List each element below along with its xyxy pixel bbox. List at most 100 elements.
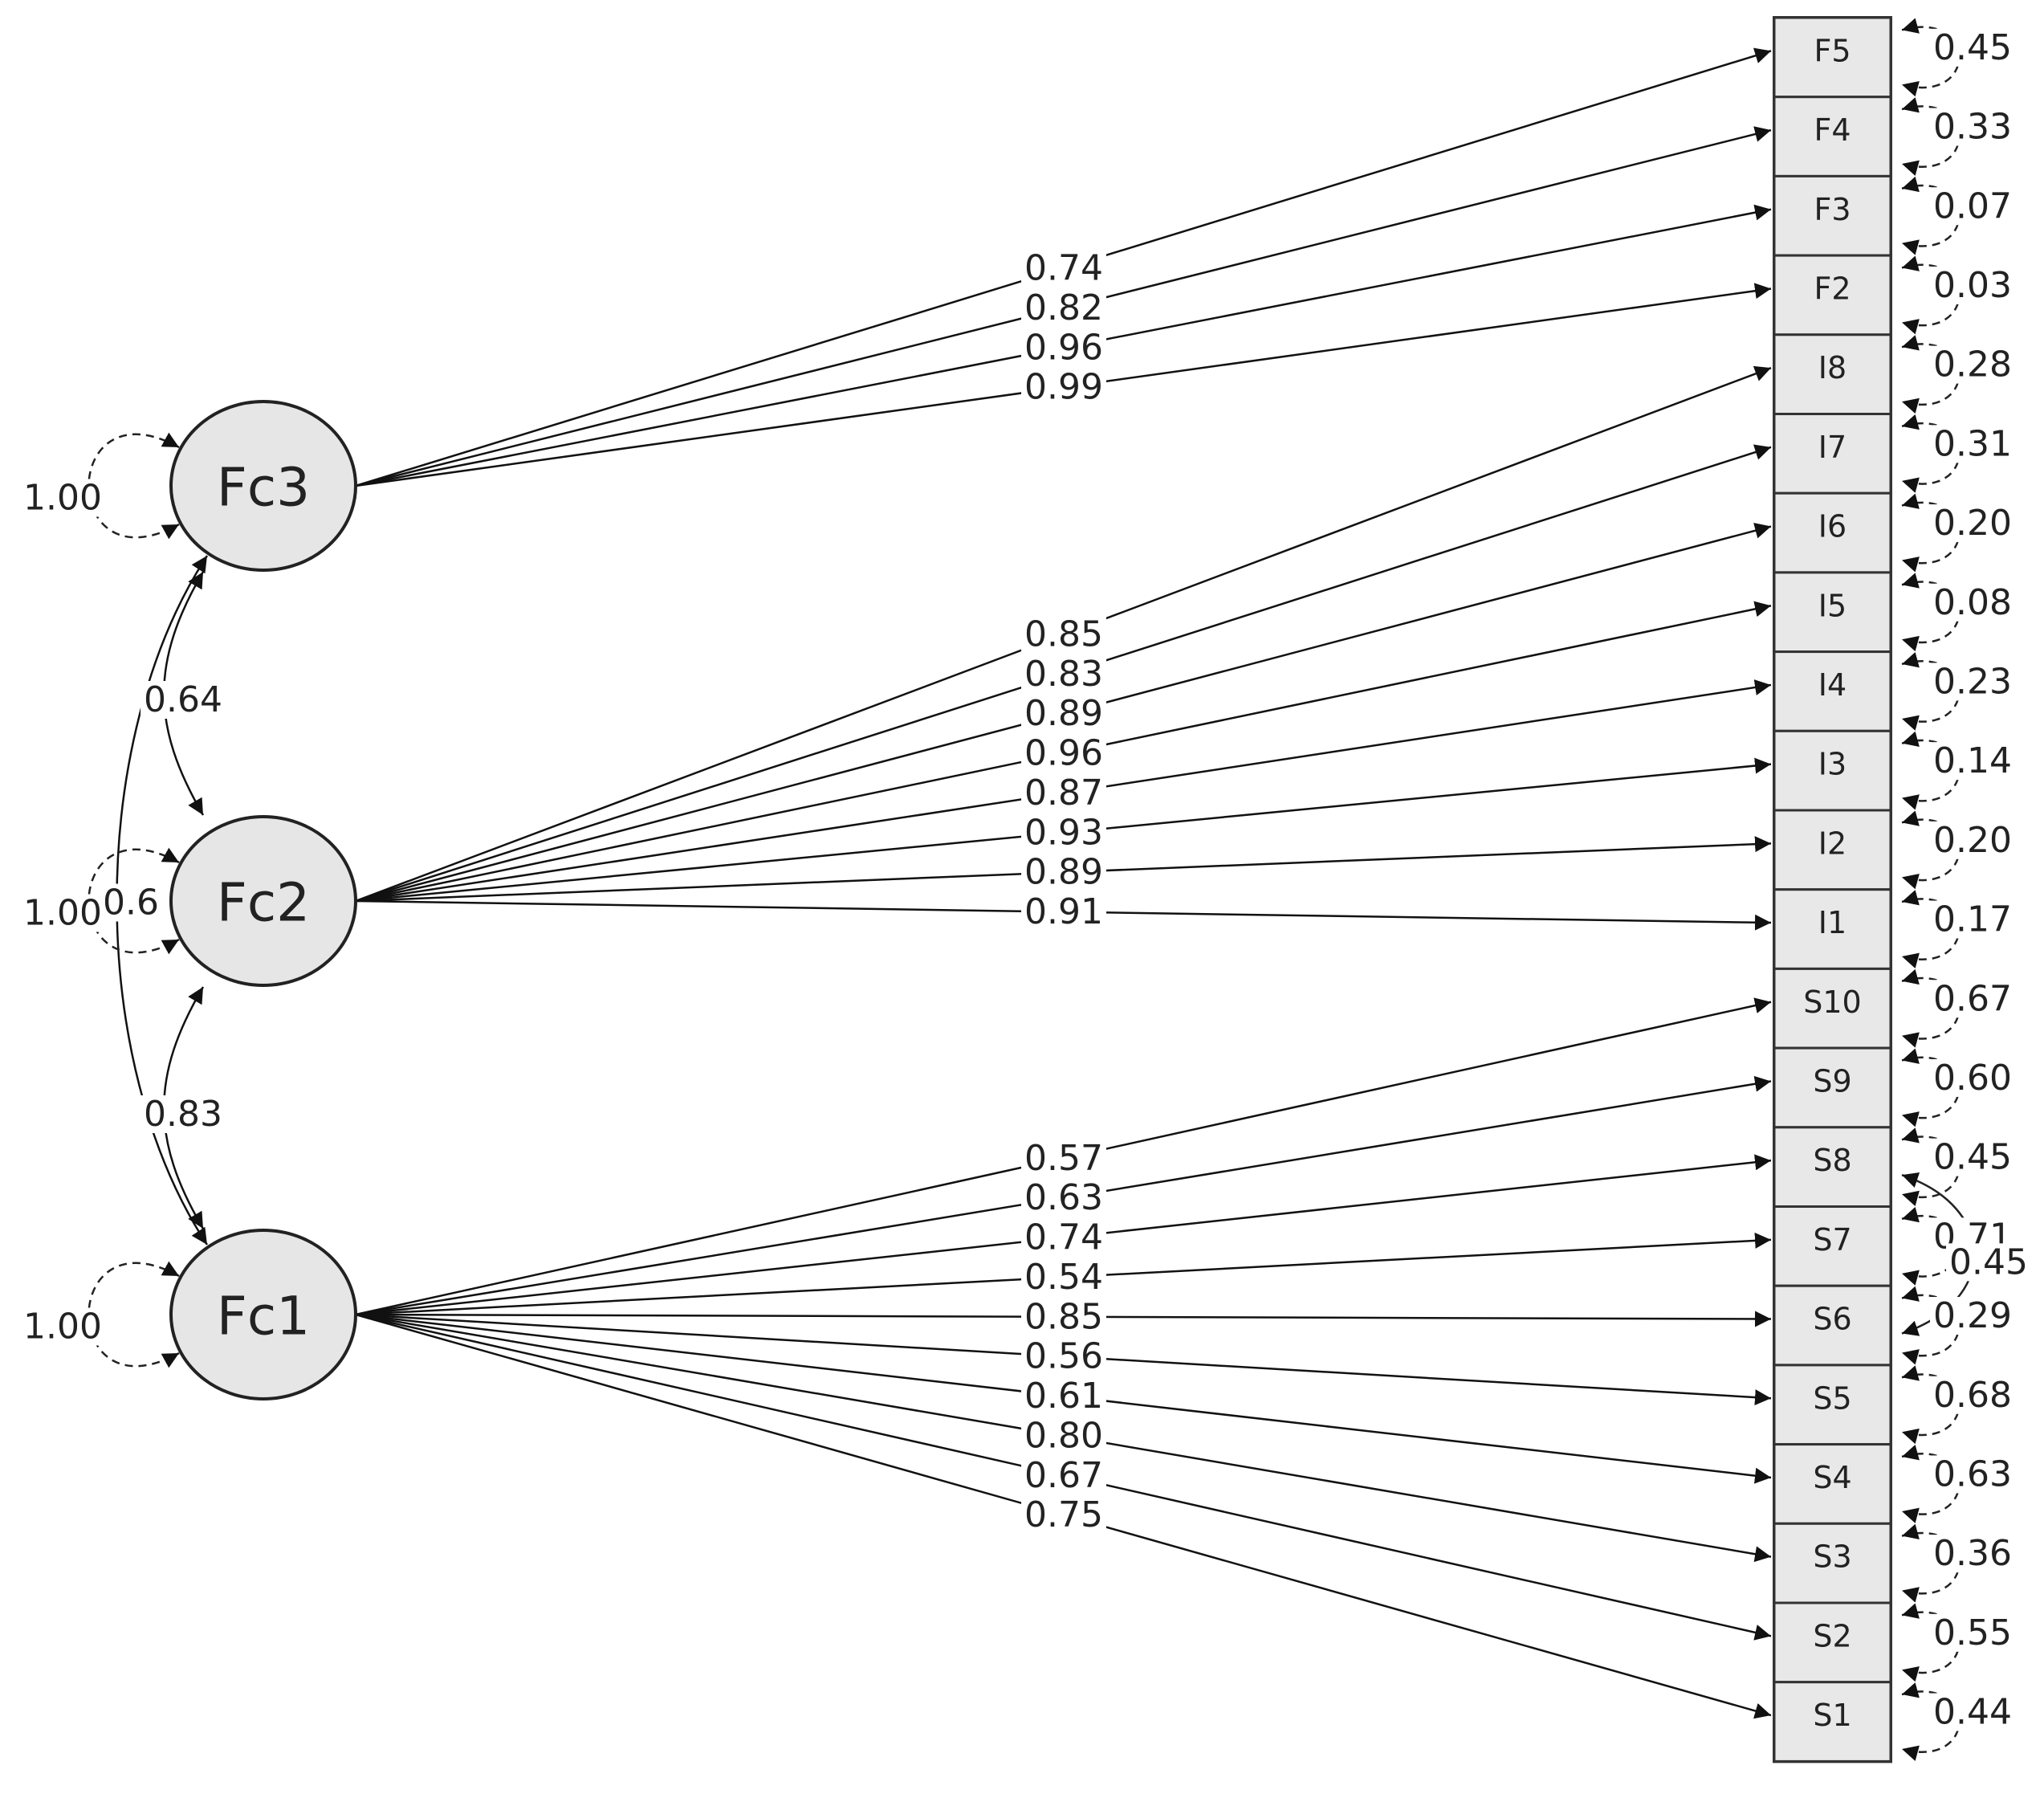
loading-value-fc2-i2-bg <box>1021 853 1106 891</box>
covariance-value-fc2-fc1-bg <box>140 1095 226 1133</box>
covariance-value-fc3-fc2-bg <box>140 681 226 719</box>
indicator-box-f4 <box>1773 96 1892 177</box>
loading-value-fc2-i8-bg <box>1021 615 1106 654</box>
residual-value-i6-bg <box>1930 504 2015 543</box>
loading-value-fc2-i1-bg <box>1021 893 1106 932</box>
indicator-box-i6 <box>1773 491 1892 574</box>
loading-value-fc3-f2: 0.99 <box>1024 367 1103 408</box>
variance-value-fc1: 1.00 <box>23 1307 102 1347</box>
indicator-label-i8: I8 <box>1818 350 1847 385</box>
variance-value-fc3: 1.00 <box>23 478 102 519</box>
indicator-label-i4: I4 <box>1818 667 1847 703</box>
indicator-label-s9: S9 <box>1813 1063 1851 1099</box>
loading-value-fc3-f5: 0.74 <box>1024 248 1103 289</box>
residual-value-i3: 0.14 <box>1933 740 2012 781</box>
indicator-box-s1 <box>1773 1681 1892 1763</box>
indicator-label-s10: S10 <box>1803 985 1861 1020</box>
loading-value-fc1-s9: 0.63 <box>1024 1177 1103 1218</box>
residual-covariance-value: 0.45 <box>1949 1241 2028 1282</box>
residual-value-s3-bg <box>1930 1535 2015 1573</box>
indicator-label-s5: S5 <box>1813 1380 1851 1416</box>
residual-value-f5-bg <box>1930 28 2015 67</box>
variance-value-fc3-bg <box>20 479 105 517</box>
residual-value-s5-bg <box>1930 1376 2015 1414</box>
indicator-label-s2: S2 <box>1813 1618 1851 1653</box>
residual-value-f3: 0.07 <box>1933 186 2012 226</box>
residual-value-i2: 0.20 <box>1933 820 2012 861</box>
indicator-box-s4 <box>1773 1443 1892 1525</box>
residual-value-i2-bg <box>1930 821 2015 859</box>
variance-value-fc1-bg <box>20 1307 105 1346</box>
indicator-box-s5 <box>1773 1364 1892 1446</box>
indicator-label-i1: I1 <box>1818 905 1847 940</box>
loading-value-fc2-i7: 0.83 <box>1024 654 1103 695</box>
indicator-box-i7 <box>1773 413 1892 495</box>
loading-value-fc2-i4: 0.87 <box>1024 773 1103 813</box>
loading-value-fc2-i3-bg <box>1021 813 1106 852</box>
residual-value-s9: 0.60 <box>1933 1058 2012 1099</box>
residual-value-i1-bg <box>1930 900 2015 939</box>
latent-label-fc3: Fc3 <box>217 457 310 519</box>
indicator-label-s8: S8 <box>1813 1143 1851 1178</box>
loading-value-fc1-s9-bg <box>1021 1179 1106 1217</box>
residual-value-f2: 0.03 <box>1933 265 2012 306</box>
loading-value-fc3-f3: 0.96 <box>1024 327 1103 368</box>
residual-covariance-value-bg <box>1946 1243 2031 1282</box>
loading-value-fc3-f4-bg <box>1021 288 1106 327</box>
loading-value-fc1-s8-bg <box>1021 1218 1106 1257</box>
loading-value-fc3-f5-bg <box>1021 249 1106 287</box>
indicator-label-f3: F3 <box>1814 192 1851 227</box>
indicator-box-s6 <box>1773 1284 1892 1367</box>
indicator-box-s2 <box>1773 1601 1892 1684</box>
indicator-label-s6: S6 <box>1813 1302 1851 1337</box>
loading-value-fc2-i6: 0.89 <box>1024 693 1103 734</box>
loading-value-fc1-s5-bg <box>1021 1337 1106 1376</box>
residual-value-s2: 0.55 <box>1933 1612 2012 1653</box>
residual-value-s3: 0.36 <box>1933 1533 2012 1574</box>
indicator-label-s1: S1 <box>1813 1698 1851 1733</box>
indicator-box-i4 <box>1773 650 1892 732</box>
loading-value-fc1-s7: 0.54 <box>1024 1257 1103 1298</box>
latent-label-fc2: Fc2 <box>217 872 310 934</box>
loading-value-fc2-i2: 0.89 <box>1024 852 1103 893</box>
loading-value-fc2-i4-bg <box>1021 773 1106 812</box>
residual-value-s1-bg <box>1930 1693 2015 1731</box>
loading-value-fc1-s7-bg <box>1021 1258 1106 1296</box>
residual-value-i7-bg <box>1930 425 2015 463</box>
residual-value-s8-bg <box>1930 1138 2015 1176</box>
covariance-value-fc3-fc1-bg <box>100 883 162 922</box>
loading-value-fc1-s10-bg <box>1021 1139 1106 1177</box>
loading-value-fc1-s6: 0.85 <box>1024 1296 1103 1337</box>
loading-value-fc1-s4-bg <box>1021 1377 1106 1416</box>
residual-value-s4: 0.63 <box>1933 1453 2012 1494</box>
loading-value-fc1-s2-bg <box>1021 1456 1106 1494</box>
indicator-box-s3 <box>1773 1522 1892 1604</box>
residual-value-f2-bg <box>1930 266 2015 304</box>
loading-value-fc1-s5: 0.56 <box>1024 1336 1103 1377</box>
latent-factor-fc1 <box>169 1229 357 1400</box>
loading-value-fc1-s1-bg <box>1021 1496 1106 1535</box>
residual-value-i4: 0.23 <box>1933 661 2012 702</box>
loading-value-fc1-s8: 0.74 <box>1024 1217 1103 1258</box>
residual-value-i5-bg <box>1930 583 2015 622</box>
indicator-label-i5: I5 <box>1818 588 1847 623</box>
variance-value-fc2: 1.00 <box>23 893 102 934</box>
loading-value-fc1-s10: 0.57 <box>1024 1138 1103 1179</box>
residual-value-i5: 0.08 <box>1933 582 2012 623</box>
loading-value-fc3-f3-bg <box>1021 328 1106 367</box>
indicator-label-f5: F5 <box>1814 33 1851 68</box>
loading-value-fc3-f4: 0.82 <box>1024 287 1103 328</box>
indicator-label-s7: S7 <box>1813 1222 1851 1258</box>
loading-value-fc2-i8: 0.85 <box>1024 614 1103 654</box>
loading-value-fc2-i5-bg <box>1021 734 1106 773</box>
indicator-box-f2 <box>1773 254 1892 336</box>
residual-value-s10-bg <box>1930 980 2015 1018</box>
residual-value-s9-bg <box>1930 1058 2015 1097</box>
indicator-box-f5 <box>1773 16 1892 99</box>
loading-value-fc3-f2-bg <box>1021 368 1106 406</box>
covariance-value-fc3-fc2: 0.64 <box>144 679 222 720</box>
loading-value-fc1-s1: 0.75 <box>1024 1494 1103 1535</box>
residual-value-s4-bg <box>1930 1455 2015 1494</box>
residual-value-s2-bg <box>1930 1613 2015 1652</box>
